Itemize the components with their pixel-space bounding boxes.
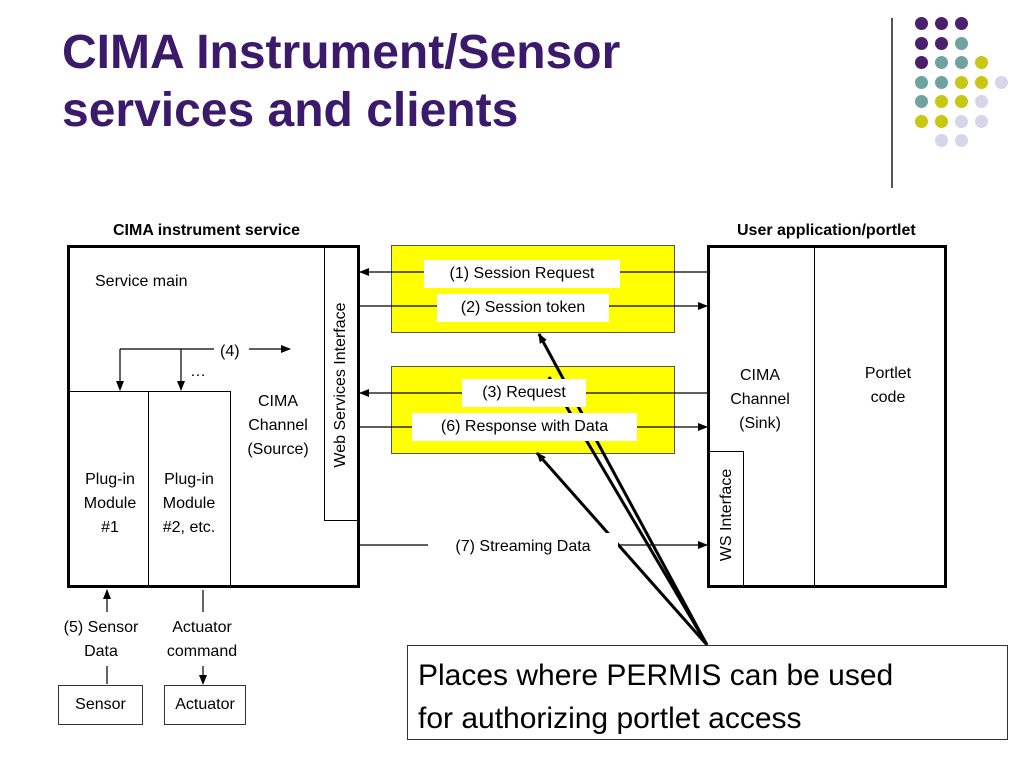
- decorative-dot: [955, 75, 968, 89]
- sensor-box: Sensor: [58, 685, 143, 725]
- actuator-box: Actuator: [164, 685, 246, 725]
- decorative-dot: [955, 17, 968, 30]
- sensor-data-label: (5) Sensor Data: [52, 616, 150, 664]
- source-channel-line-3: (Source): [247, 441, 309, 458]
- decorative-dot: [955, 95, 968, 108]
- decorative-dot: [935, 75, 948, 89]
- decorative-dot: [975, 75, 988, 89]
- plugin-1-line-1: Plug-in: [85, 471, 135, 488]
- session-token-label: (2) Session token: [437, 294, 609, 322]
- step-4-label: (4): [220, 343, 240, 360]
- decorative-dot: [915, 75, 928, 89]
- decorative-dot: [955, 36, 968, 50]
- decorative-dot: [935, 134, 948, 147]
- decorative-dot: [955, 56, 968, 69]
- sink-channel-line-2: Channel: [730, 391, 790, 408]
- ellipsis-label: …: [190, 363, 206, 380]
- decorative-dot: [915, 114, 928, 128]
- plugin-1-line-3: #1: [101, 519, 119, 536]
- actuator-command-line-2: command: [166, 643, 238, 660]
- plugin-module-2: Plug-in Module #2, etc.: [150, 468, 228, 540]
- source-channel-label: CIMA Channel (Source): [238, 390, 318, 462]
- actuator-command-line-1: Actuator: [172, 619, 232, 636]
- decorative-dot: [915, 95, 928, 108]
- user-app-divider: [814, 248, 815, 586]
- callout-line-2: for authorizing portlet access: [418, 702, 802, 735]
- portlet-line-2: code: [870, 389, 906, 406]
- portlet-line-1: Portlet: [864, 365, 912, 382]
- ws-interface-box: [710, 451, 744, 586]
- decorative-divider: [891, 18, 893, 188]
- actuator-command-label: Actuator command: [154, 616, 250, 664]
- decorative-dot: [995, 75, 1008, 89]
- sink-channel-line-1: CIMA: [740, 367, 780, 384]
- plugin-2-line-2: Module: [162, 495, 216, 512]
- decorative-dot: [955, 134, 968, 147]
- sink-channel-label: CIMA Channel (Sink): [720, 364, 800, 436]
- decorative-dot: [915, 17, 928, 30]
- sensor-data-line-1: (5) Sensor: [63, 619, 139, 636]
- response-label: (6) Response with Data: [412, 413, 637, 441]
- instrument-service-header: CIMA instrument service: [113, 222, 301, 239]
- sensor-data-line-2: Data: [84, 643, 118, 660]
- decorative-dot: [935, 17, 948, 30]
- decorative-dot: [915, 56, 928, 69]
- plugin-1-line-2: Module: [83, 495, 137, 512]
- session-request-label: (1) Session Request: [424, 260, 620, 288]
- decorative-dot: [915, 36, 928, 50]
- plugin-module-1: Plug-in Module #1: [72, 468, 148, 540]
- web-services-interface-box: [324, 248, 358, 521]
- service-main-label: Service main: [95, 273, 188, 290]
- title-line-2: services and clients: [62, 84, 519, 137]
- plugin-2-line-3: #2, etc.: [162, 519, 216, 536]
- plugin-2-line-1: Plug-in: [164, 471, 214, 488]
- permis-callout: Places where PERMIS can be used for auth…: [407, 645, 1008, 740]
- plugin-divider: [148, 391, 149, 586]
- decorative-dot: [975, 114, 988, 128]
- instrument-service-box: [67, 245, 360, 588]
- source-channel-line-1: CIMA: [258, 393, 298, 410]
- decorative-dot: [955, 114, 968, 128]
- sink-channel-line-3: (Sink): [739, 415, 781, 432]
- decorative-dot: [935, 95, 948, 108]
- streaming-data-label: (7) Streaming Data: [428, 533, 618, 561]
- callout-line-1: Places where PERMIS can be used: [418, 659, 894, 692]
- plugin-area: [69, 391, 231, 586]
- user-app-box: [707, 245, 947, 588]
- decorative-dot: [975, 56, 988, 69]
- callout-pointer-request: [535, 452, 709, 646]
- user-app-header: User application/portlet: [737, 222, 916, 239]
- portlet-code-label: Portlet code: [848, 362, 928, 410]
- decorative-dot: [975, 95, 988, 108]
- request-label: (3) Request: [462, 379, 586, 407]
- decorative-dot: [935, 114, 948, 128]
- decorative-dot: [935, 56, 948, 69]
- source-channel-line-2: Channel: [248, 417, 308, 434]
- slide-title: CIMA Instrument/Sensor services and clie…: [62, 24, 762, 140]
- title-line-1: CIMA Instrument/Sensor: [62, 26, 621, 79]
- decorative-dot: [935, 36, 948, 50]
